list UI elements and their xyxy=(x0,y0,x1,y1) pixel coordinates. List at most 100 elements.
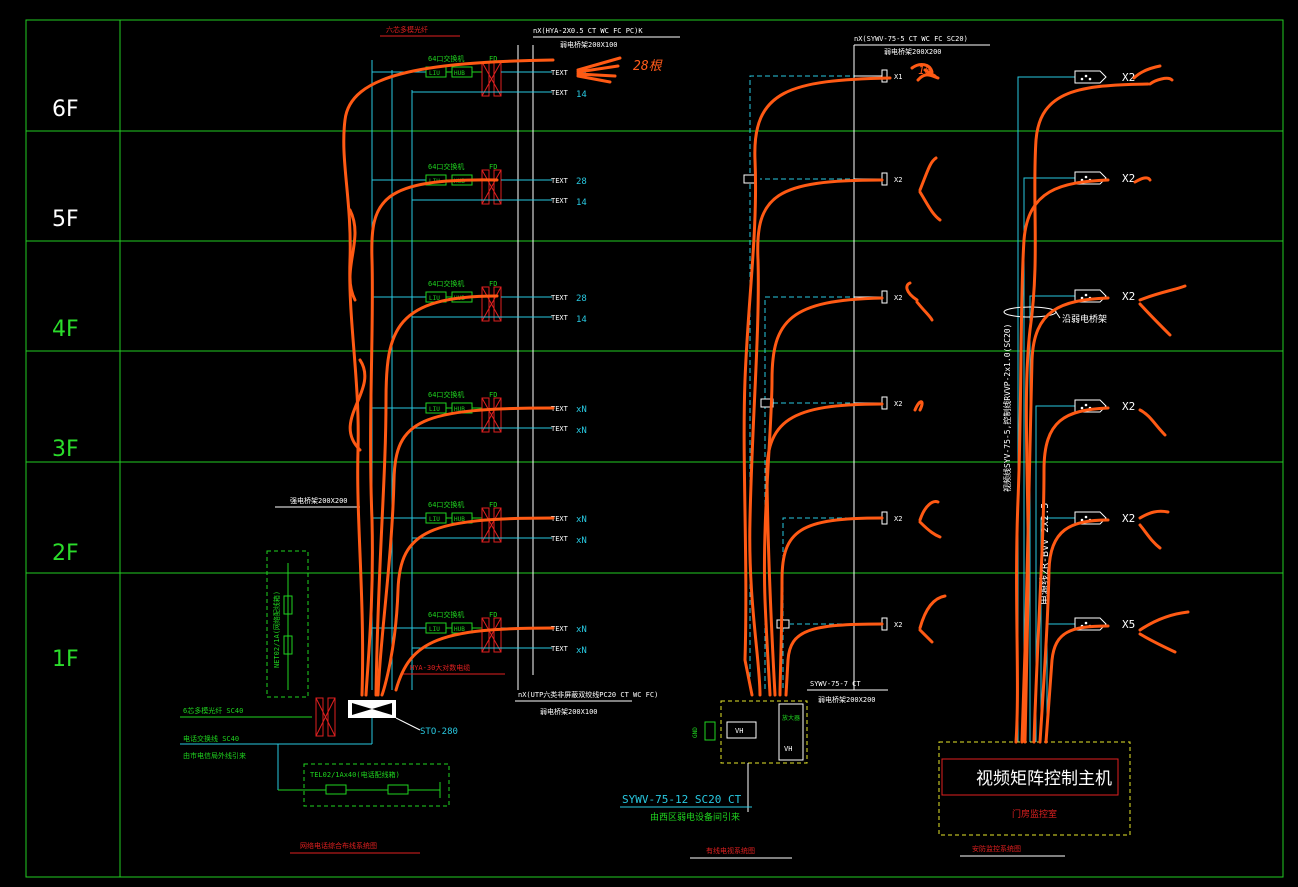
tv-source-note: 由西区弱电设备间引来 xyxy=(650,811,740,823)
fd-box xyxy=(481,61,502,97)
hub-label: HUB xyxy=(454,406,465,413)
switch-label: 64口交换机 xyxy=(428,162,464,171)
network-floor-row: 64口交换机 FD LIU HUB TEXT TEXT xN xN xyxy=(372,390,587,436)
data-outlet-label: TEXT xyxy=(551,69,569,77)
voice-outlet-count: 14 xyxy=(576,90,587,100)
monitor-room-label: 门房监控室 xyxy=(1012,808,1057,820)
voice-outlet-label: TEXT xyxy=(551,89,569,97)
fd-label: FD xyxy=(489,611,497,619)
gnd-label: GND xyxy=(692,727,699,738)
camera-count: X2 xyxy=(1122,71,1135,84)
floor-label-6f: 6F xyxy=(52,97,79,122)
fiber-top-label: 六芯多模光纤 xyxy=(386,25,428,34)
switch-label: 64口交换机 xyxy=(428,390,464,399)
liu-label: LIU xyxy=(429,70,440,77)
switch-label: 64口交换机 xyxy=(428,279,464,288)
tv-floor-row: X1 xyxy=(854,69,902,83)
tv-system-title: 有线电视系统图 xyxy=(706,846,755,855)
fiber-in-label: 6芯多模光纤 SC40 xyxy=(183,706,243,715)
camera-count: X2 xyxy=(1122,290,1135,303)
floor-labels: 6F 5F 4F 3F 2F 1F xyxy=(52,97,79,672)
camera-count: X2 xyxy=(1122,512,1135,525)
data-outlet-count: xN xyxy=(576,515,587,525)
cctv-tray-note: 沿弱电桥架 xyxy=(1062,313,1107,325)
voice-outlet-label: TEXT xyxy=(551,314,569,322)
floor-label-2f: 2F xyxy=(52,541,79,566)
data-outlet-label: TEXT xyxy=(551,625,569,633)
liu-label: LIU xyxy=(429,295,440,302)
switch-label: 64口交换机 xyxy=(428,500,464,509)
camera-count: X5 xyxy=(1122,618,1135,631)
floor-label-3f: 3F xyxy=(52,437,79,462)
data-outlet-count: xN xyxy=(576,405,587,415)
camera-icon xyxy=(1074,70,1107,84)
hub-label: HUB xyxy=(454,516,465,523)
data-outlet-label: TEXT xyxy=(551,177,569,185)
amp-label: 放大器 xyxy=(782,714,800,722)
fd-box xyxy=(481,169,502,205)
sto-label: STO-280 xyxy=(420,727,458,737)
fd-label: FD xyxy=(489,280,497,288)
voice-outlet-label: TEXT xyxy=(551,535,569,543)
camera-count: X2 xyxy=(1122,400,1135,413)
data-outlet-count: xN xyxy=(576,625,587,635)
floor-label-5f: 5F xyxy=(52,207,79,232)
voice-outlet-label: TEXT xyxy=(551,425,569,433)
net-box-label: NET02/1A(网络配线箱) xyxy=(272,591,281,668)
hya-cable-label: HYA-30大对数电缆 xyxy=(410,663,470,672)
cctv-vertical-cable-1: 视频线SYV-75-5,控制线RVVP-2x1.0(SC20) xyxy=(1002,324,1012,492)
tv-outlet-count: X2 xyxy=(894,176,902,184)
voice-outlet-count: xN xyxy=(576,536,587,546)
tv-riser-tray: 弱电桥架200X200 xyxy=(818,695,876,704)
tv-source-spec: SYWV-75-12 SC20 CT xyxy=(622,793,742,806)
net-bottom-cable-spec: nX(UTP六类非屏蔽双绞线PC20 CT WC FC) xyxy=(518,690,658,699)
tel-box-label: TEL02/1Ax40(电话配线箱) xyxy=(310,770,400,779)
tv-cable-spec: nX(SYWV-75-5 CT WC FC SC20) xyxy=(854,35,968,43)
voice-outlet-count: xN xyxy=(576,426,587,436)
fd-box xyxy=(481,286,502,322)
data-outlet-label: TEXT xyxy=(551,515,569,523)
handdrawn-markup xyxy=(342,56,1190,744)
video-matrix-host-label[interactable]: 视频矩阵控制主机 xyxy=(976,769,1112,789)
fd-label: FD xyxy=(489,501,497,509)
tv-outlet-count: X2 xyxy=(894,294,902,302)
net-tray-label-bottom: 弱电桥架200X100 xyxy=(540,707,598,716)
fd-label: FD xyxy=(489,391,497,399)
voice-outlet-label: TEXT xyxy=(551,197,569,205)
voice-outlet-label: TEXT xyxy=(551,645,569,653)
data-outlet-label: TEXT xyxy=(551,405,569,413)
tv-riser-spec: SYWV-75-7 CT xyxy=(810,680,861,688)
voice-outlet-count: 14 xyxy=(576,198,587,208)
tv-outlet xyxy=(881,69,888,83)
fd-box xyxy=(481,617,502,653)
tv-outlet-count: X1 xyxy=(894,73,902,81)
tel-line-label: 电话交换线 SC40 xyxy=(183,734,239,743)
cctv-floor-row: X2 xyxy=(1074,70,1135,84)
switch-label: 64口交换机 xyxy=(428,54,464,63)
liu-label: LIU xyxy=(429,406,440,413)
hub-label: HUB xyxy=(454,70,465,77)
fd-label: FD xyxy=(489,163,497,171)
net-cable-spec: nX(HYA-2X0.5 CT WC FC PC)K xyxy=(533,27,643,35)
liu-label: LIU xyxy=(429,516,440,523)
tv-outlet-count: X2 xyxy=(894,515,902,523)
handwritten-count-note: 28根 xyxy=(633,59,663,74)
cctv-system-title: 安防监控系统图 xyxy=(972,844,1021,853)
camera-count: X2 xyxy=(1122,172,1135,185)
fd-box xyxy=(481,507,502,543)
hub-label: HUB xyxy=(454,626,465,633)
data-outlet-count: 28 xyxy=(576,177,587,187)
data-outlet-count: 28 xyxy=(576,294,587,304)
handwritten-note-2: 16 xyxy=(918,64,932,77)
tv-outlet-count: X2 xyxy=(894,400,902,408)
vh-label-2: VH xyxy=(784,745,792,753)
tv-tray-label: 弱电桥架200X200 xyxy=(884,47,942,56)
net-tray-label-top: 弱电桥架200X100 xyxy=(560,40,618,49)
network-system-title: 网络电话综合布线系统图 xyxy=(300,841,377,850)
tel-source-label: 由市电信局外线引来 xyxy=(183,751,246,760)
switch-label: 64口交换机 xyxy=(428,610,464,619)
voice-outlet-count: xN xyxy=(576,646,587,656)
floor-label-4f: 4F xyxy=(52,317,79,342)
